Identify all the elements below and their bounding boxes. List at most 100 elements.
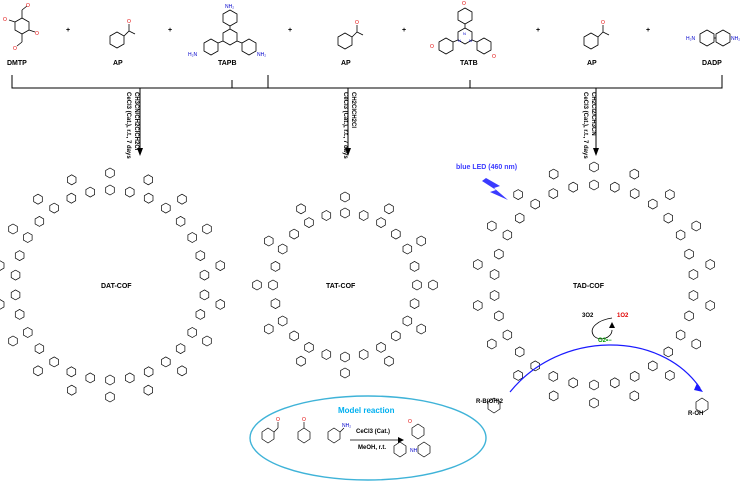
tad-cof-ring xyxy=(502,229,513,241)
ap2-label: AP xyxy=(341,60,351,67)
dat-cof-ring xyxy=(143,366,154,378)
ap3-structure xyxy=(583,25,610,50)
plus-sign-5: + xyxy=(536,27,541,34)
tat-cof-ring xyxy=(340,351,350,363)
dat-cof-ring xyxy=(10,289,21,301)
tatb-structure xyxy=(438,7,492,55)
tat-cof-ring xyxy=(376,341,386,353)
dat-cof-ring xyxy=(143,384,153,396)
tad-cof-ring xyxy=(530,198,540,210)
tad-cof-ring xyxy=(548,188,559,200)
dat-cof-ring xyxy=(34,215,45,227)
tad-cof-ring xyxy=(663,212,673,224)
right-arrow-head xyxy=(593,148,599,156)
tat-cof-ring xyxy=(296,203,306,215)
svg-text:O: O xyxy=(13,46,17,52)
right-condition-solvent: CH2Cl2/CH3CN xyxy=(590,92,596,136)
tad-cof-ring xyxy=(473,259,483,270)
dat-cof-ring xyxy=(66,366,77,378)
svg-text:O: O xyxy=(462,1,466,7)
dat-cof-ring xyxy=(23,232,33,243)
svg-text:O: O xyxy=(127,19,131,25)
tat-cof-ring xyxy=(358,210,369,221)
ap2-structure xyxy=(337,25,364,50)
blue-led-label: blue LED (460 nm) xyxy=(456,164,518,171)
dat-cof-ring xyxy=(199,269,210,281)
tad-cof-ring xyxy=(688,290,699,301)
svg-text:NH₂: NH₂ xyxy=(225,4,234,10)
tat-cof-ring xyxy=(402,243,413,255)
triplet-oxygen-label: 3O2 xyxy=(582,313,594,319)
left-bracket xyxy=(11,75,269,89)
dat-cof-ring xyxy=(0,299,5,310)
dat-cof-ring xyxy=(49,202,59,214)
tad-cof-ring xyxy=(494,248,504,260)
dat-cof-ring xyxy=(177,365,187,377)
dat-cof-ring xyxy=(14,250,25,262)
svg-text:O: O xyxy=(430,44,434,50)
dat-cof-ring xyxy=(66,192,77,204)
svg-text:NH₂: NH₂ xyxy=(342,423,351,429)
dat-cof-ring xyxy=(177,193,187,205)
dat-cof-ring xyxy=(14,308,25,320)
tad-cof-ring xyxy=(502,329,513,341)
plus-sign-3: + xyxy=(288,27,293,34)
ap3-label: AP xyxy=(587,60,597,67)
dat-cof-ring xyxy=(215,298,225,310)
tat-cof-ring xyxy=(391,228,401,240)
tat-cof-ring xyxy=(416,323,426,335)
tat-cof-label: TAT-COF xyxy=(326,283,356,290)
tapb-structure xyxy=(203,9,257,56)
tad-cof-ring xyxy=(629,370,640,382)
dat-cof-ring xyxy=(23,327,33,338)
boronic-acid-ring xyxy=(487,397,501,414)
dat-cof-ring xyxy=(105,167,115,179)
tat-cof-ring xyxy=(376,217,386,229)
tad-cof-ring xyxy=(610,377,620,389)
dat-cof-ring xyxy=(8,335,18,347)
dat-cof-ring xyxy=(187,327,197,338)
dat-cof-ring xyxy=(10,269,21,281)
dat-cof-ring xyxy=(85,186,95,198)
tat-cof-ring xyxy=(384,203,394,215)
tat-cof-ring xyxy=(268,279,278,291)
tad-cof-ring xyxy=(648,198,658,210)
plus-sign-4: + xyxy=(402,27,407,34)
tat-cof-ring xyxy=(277,315,288,327)
svg-text:O: O xyxy=(492,54,496,60)
tat-cof-ring xyxy=(304,341,314,353)
tat-cof-ring xyxy=(412,279,422,291)
tad-cof-ring xyxy=(548,370,559,382)
dat-cof-ring xyxy=(143,174,153,186)
svg-text:O: O xyxy=(3,17,7,23)
tad-cof-ring xyxy=(705,300,715,311)
tad-cof-ring xyxy=(589,179,599,191)
dadp-structure xyxy=(699,29,731,47)
dat-cof-ring xyxy=(0,260,5,271)
model-reaction-title: Model reaction xyxy=(338,406,395,415)
dat-cof-ring xyxy=(67,174,77,186)
tatb-label: TATB xyxy=(460,60,478,67)
dmtp-label: DMTP xyxy=(7,60,27,67)
dat-cof-ring xyxy=(105,374,115,386)
svg-text:O: O xyxy=(26,3,30,9)
model-reaction-solvent: MeOH, r.t. xyxy=(358,445,387,451)
tad-cof-ring xyxy=(568,181,578,193)
tad-cof-ring xyxy=(629,390,640,402)
tad-cof-ring xyxy=(548,168,559,180)
tad-cof-ring xyxy=(675,229,686,241)
tat-cof-ring xyxy=(428,279,438,291)
svg-text:O: O xyxy=(355,20,359,26)
tat-cof-ring xyxy=(277,243,288,255)
middle-condition-cat: CeCl3 (Cat.), r.t., 7 days xyxy=(342,92,348,159)
svg-text:O: O xyxy=(302,417,306,423)
boronic-acid-label: R-B(OH)2 xyxy=(476,399,503,405)
tat-cof-ring xyxy=(402,315,413,327)
tad-cof-ring xyxy=(610,181,620,193)
tad-cof-ring xyxy=(648,360,658,372)
tapb-label: TAPB xyxy=(218,60,237,67)
right-bracket xyxy=(469,75,723,89)
middle-condition-solvent: CH2ClCH2Cl xyxy=(350,92,356,129)
